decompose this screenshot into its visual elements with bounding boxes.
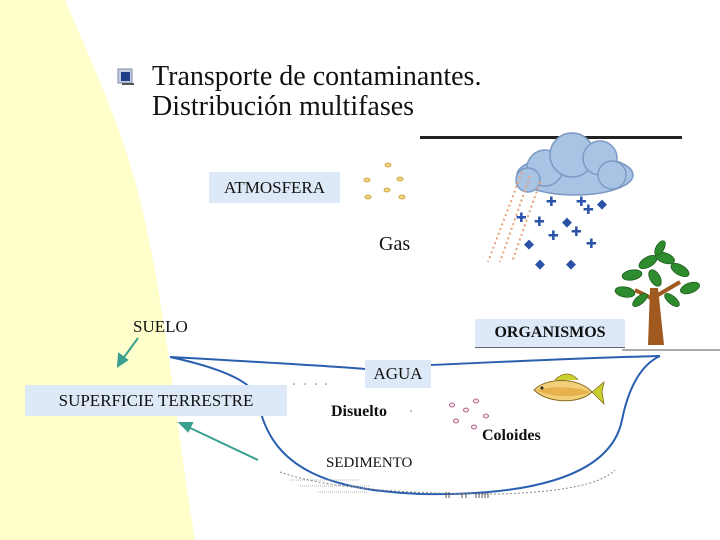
gas-label: Gas [379, 233, 411, 255]
rain-ions-icon: ✚ ✚ ◆ ✚ ✚ ◆ ✚ ✚ ✚ ◆ ✚ ◆ ◆ [516, 195, 607, 272]
title-line-1: Transporte de contaminantes. [152, 61, 482, 92]
svg-text:✚: ✚ [548, 229, 559, 244]
agua-label: AGUA [365, 360, 431, 388]
sedimento-label: SEDIMENTO [326, 455, 413, 471]
sediment-band [279, 469, 616, 495]
title-underline [420, 136, 682, 139]
gas-particles-icon [363, 162, 406, 200]
superficie-terrestre-label: SUPERFICIE TERRESTRE [25, 385, 287, 416]
cloud-icon [515, 132, 634, 196]
svg-text:◆: ◆ [524, 237, 534, 252]
svg-text:✚: ✚ [534, 215, 545, 230]
page-title: Transporte de contaminantes. Distribució… [152, 62, 481, 122]
organismos-label: ORGANISMOS [475, 319, 625, 347]
tree-icon [614, 240, 700, 345]
sediment-hatch [290, 479, 370, 493]
svg-text:◆: ◆ [566, 257, 576, 272]
svg-text:◆: ◆ [535, 257, 545, 272]
water-body-outline [169, 355, 661, 496]
svg-text:◆: ◆ [597, 197, 607, 212]
coloides-label: Coloides [482, 427, 541, 444]
svg-text:✚: ✚ [586, 237, 597, 252]
fish-icon [533, 373, 605, 406]
sediment-bars [445, 492, 489, 498]
svg-text:✚: ✚ [583, 203, 594, 218]
title-line-2: Distribución multifases [152, 91, 415, 122]
disuelto-label: Disuelto [331, 403, 387, 420]
svg-text:◆: ◆ [562, 215, 572, 230]
surface-dots [293, 383, 412, 412]
atmosfera-label: ATMOSFERA [209, 172, 340, 203]
rain-icon [487, 171, 541, 263]
svg-text:✚: ✚ [571, 225, 582, 240]
arrow-icon [116, 337, 259, 461]
bullet-icon [117, 68, 134, 85]
svg-text:✚: ✚ [516, 211, 527, 226]
svg-text:✚: ✚ [546, 195, 557, 210]
colloid-particles-icon [449, 398, 489, 430]
svg-text:✚: ✚ [576, 195, 587, 210]
suelo-label: SUELO [133, 317, 188, 336]
